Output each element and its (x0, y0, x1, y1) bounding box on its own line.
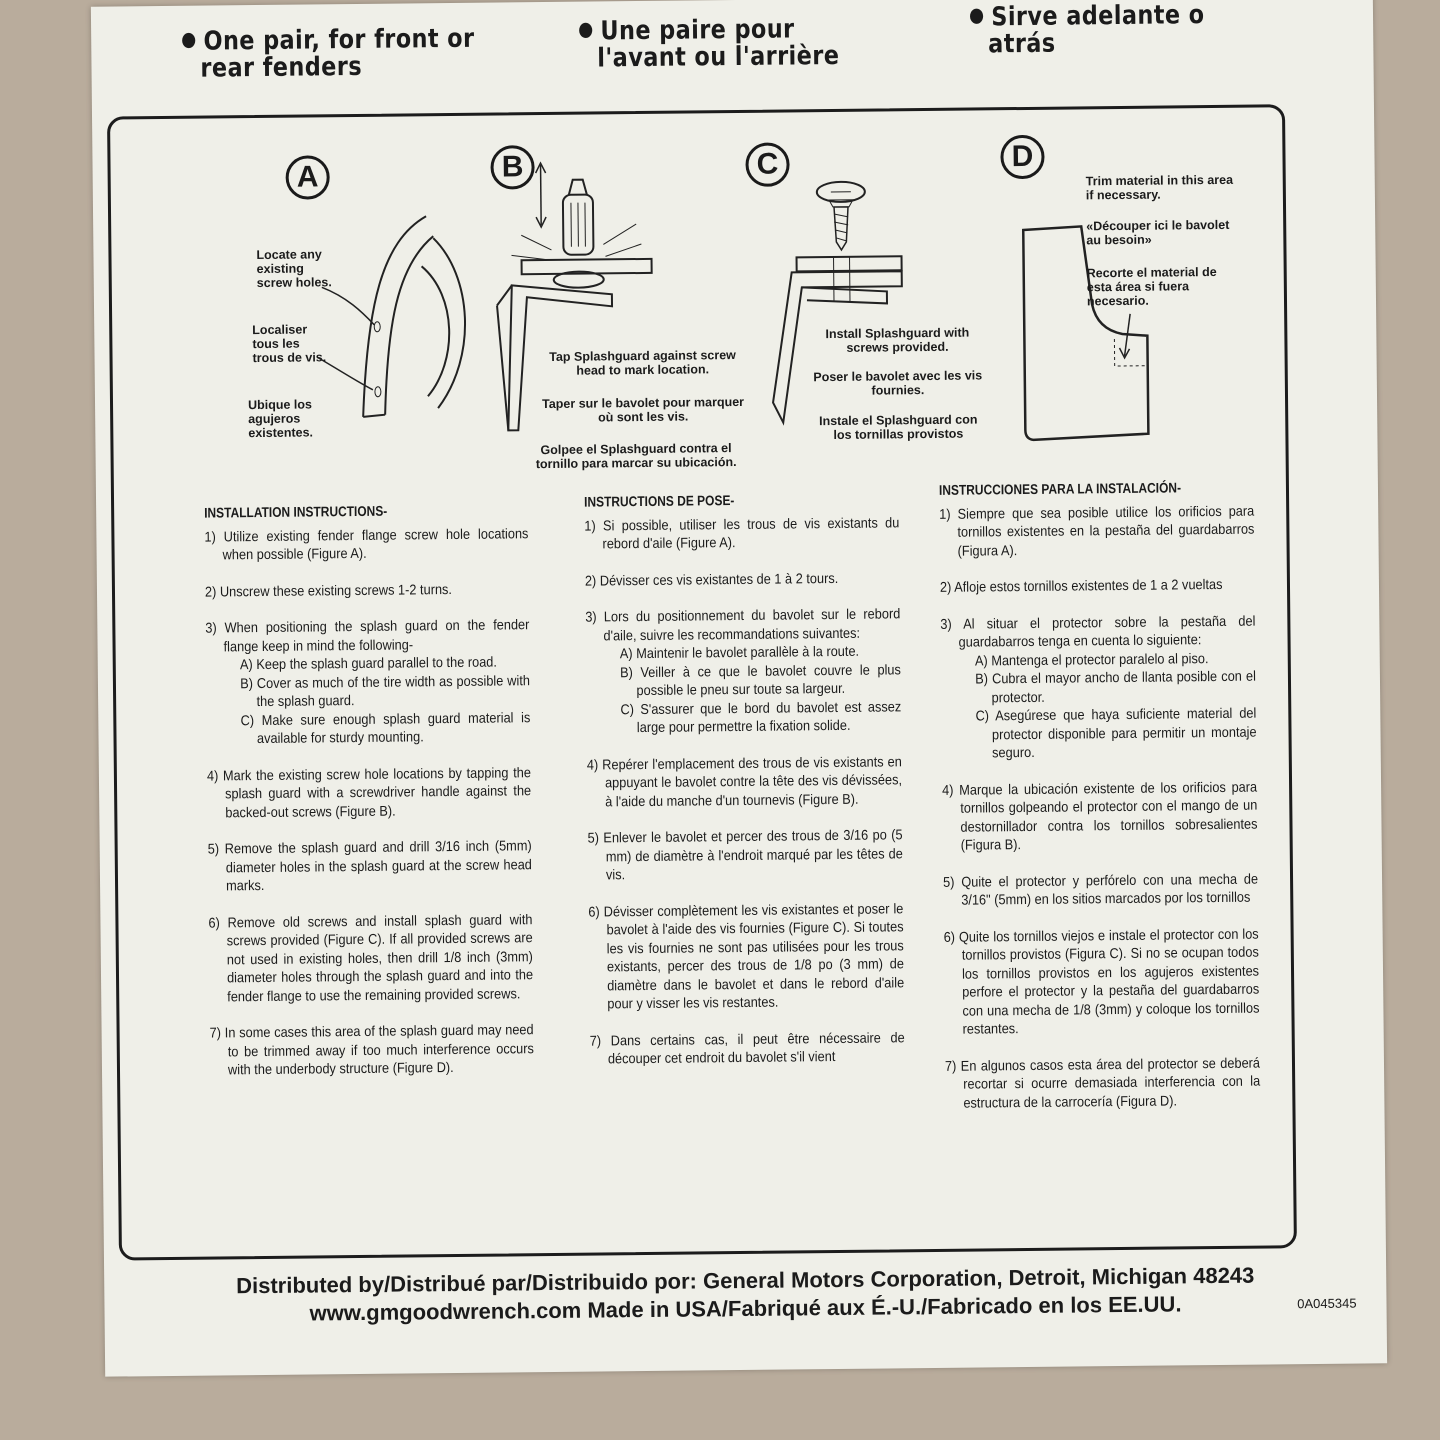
instruction-card: ●One pair, for front or rear fenders ●Un… (90, 0, 1388, 1377)
instructions-english: INSTALLATION INSTRUCTIONS- 1) Utilize ex… (204, 500, 534, 1098)
instructions-fr-step: 3) Lors du positionnement du bavolet sur… (585, 605, 901, 738)
instructions-spanish: INSTRUCCIONES PARA LA INSTALACIÓN- 1) Si… (939, 478, 1261, 1131)
figure-b-caption-es: Golpee el Splashguard contra el tornillo… (535, 441, 737, 472)
instructions-en-substep: C) Make sure enough splash guard materia… (240, 709, 531, 748)
figure-a-caption-es: Ubique los agujeros existentes. (247, 397, 314, 441)
instructions-es-step: 6) Quite los tornillos viejos e instale … (943, 926, 1260, 1038)
instructions-es-substep: B) Cubra el mayor ancho de llanta posibl… (975, 668, 1257, 706)
instructions-en-step: 4) Mark the existing screw hole location… (206, 764, 532, 821)
bullet-es-line2: atrás (988, 28, 1056, 60)
bullet-en-line2: rear fenders (200, 51, 363, 84)
bullet-english: ●One pair, for front or rear fenders (181, 23, 475, 84)
figure-a: A Locate any existing screw holes. Local… (170, 146, 473, 440)
instructions-es-step: 4) Marque la ubicación existente de los … (942, 779, 1258, 854)
part-code: 0A045345 (1297, 1295, 1357, 1312)
instructions-fr-step: 6) Dévisser complètement les vis existan… (588, 900, 905, 1013)
figure-d-caption-fr: «Découper ici le bavolet au besoin» (1086, 217, 1230, 248)
splash-guard-outline-illustration (1021, 225, 1150, 442)
figure-c-caption-en: Install Splashguard with screws provided… (825, 325, 970, 355)
screw-install-illustration (772, 180, 903, 426)
figure-c-caption-es: Instale el Splashguard con los tornillas… (818, 412, 978, 442)
instructions-en-step-text: 3) When positioning the splash guard on … (205, 617, 530, 655)
bullet-es-line1: Sirve adelante o (991, 0, 1205, 33)
bullet-fr-line2: l'avant ou l'arrière (597, 40, 840, 74)
instructions-en-heading: INSTALLATION INSTRUCTIONS- (204, 502, 388, 521)
instructions-es-step: 5) Quite el protector y perfórelo con un… (942, 871, 1259, 909)
instructions-fr-substep: C) S'assurer que le bord du bavolet est … (620, 698, 902, 737)
instructions-fr-step: 4) Repérer l'emplacement des trous de vi… (586, 753, 903, 810)
figure-b: B Tap Splashguard against screw head to … (480, 143, 763, 471)
figure-d: D Trim material in this area if necessar… (1000, 132, 1283, 465)
instructions-fr-substep: B) Veiller à ce que le bavolet couvre le… (619, 661, 901, 700)
instructions-es-step: 7) En algunos casos esta área del protec… (944, 1055, 1261, 1112)
instructions-en-step: 2) Unscrew these existing screws 1-2 tur… (204, 581, 453, 601)
instructions-es-step: 3) Al situar el protector sobre la pesta… (940, 612, 1257, 763)
bullet-dot-icon: ● (968, 2, 985, 27)
instructions-en-step: 7) In some cases this area of the splash… (209, 1022, 534, 1079)
bullet-dot-icon: ● (577, 16, 594, 41)
figure-d-caption-en: Trim material in this area if necessary. (1085, 172, 1234, 203)
instructions-fr-substep: A) Maintenir le bavolet parallèle à la r… (619, 643, 860, 663)
instructions-fr-step: 5) Enlever le bavolet et percer des trou… (587, 827, 903, 884)
bullet-french: ●Une paire pour l'avant ou l'arrière (578, 13, 839, 73)
figure-c: C Install Splashguard with screws provid… (745, 140, 1033, 453)
figure-a-caption-fr: Localiser tous les trous de vis. (252, 322, 327, 366)
instructions-es-step: 2) Afloje estos tornillos existentes de … (939, 576, 1223, 596)
instructions-en-step: 3) When positioning the splash guard on … (205, 616, 530, 749)
instructions-es-substep: C) Asegúrese que haya suficiente materia… (975, 705, 1257, 762)
figure-a-caption-en: Locate any existing screw holes. (256, 247, 332, 291)
instructions-en-substep: B) Cover as much of the tire width as po… (240, 672, 531, 711)
fender-flange-illustration (317, 215, 467, 418)
instructions-es-step: 1) Siempre que sea posible utilice los o… (939, 503, 1255, 560)
bullet-dot-icon: ● (181, 26, 197, 51)
screwdriver-tap-illustration (496, 161, 653, 432)
instructions-fr-step: 2) Dévisser ces vis existantes de 1 à 2 … (584, 570, 839, 590)
instructions-fr-step: 7) Dans certains cas, il peut être néces… (589, 1029, 905, 1068)
instructions-en-step: 1) Utilize existing fender flange screw … (204, 525, 529, 564)
instructions-fr-heading: INSTRUCTIONS DE POSE- (583, 492, 735, 510)
instructions-es-heading: INSTRUCCIONES PARA LA INSTALACIÓN- (938, 479, 1182, 498)
instructions-fr-step: 1) Si possible, utiliser les trous de vi… (584, 514, 900, 553)
instructions-en-step: 5) Remove the splash guard and drill 3/1… (207, 838, 532, 895)
instructions-es-step-text: 3) Al situar el protector sobre la pesta… (940, 613, 1256, 651)
figure-c-caption-fr: Poser le bavolet avec les vis fournies. (813, 368, 983, 398)
figure-b-caption-en: Tap Splashguard against screw head to ma… (549, 348, 736, 378)
instructions-french: INSTRUCTIONS DE POSE- 1) Si possible, ut… (584, 489, 905, 1087)
instructions-panel: A Locate any existing screw holes. Local… (107, 104, 1297, 1261)
instructions-fr-step-text: 3) Lors du positionnement du bavolet sur… (585, 606, 901, 644)
figure-d-caption-es: Recorte el material de esta área si fuer… (1086, 264, 1217, 309)
instructions-en-step: 6) Remove old screws and install splash … (208, 911, 534, 1005)
figure-b-caption-fr: Taper sur le bavolet pour marquer où son… (542, 394, 745, 425)
instructions-en-substep: A) Keep the splash guard parallel to the… (239, 654, 497, 674)
bullet-spanish: ●Sirve adelante o atrás (969, 0, 1205, 59)
